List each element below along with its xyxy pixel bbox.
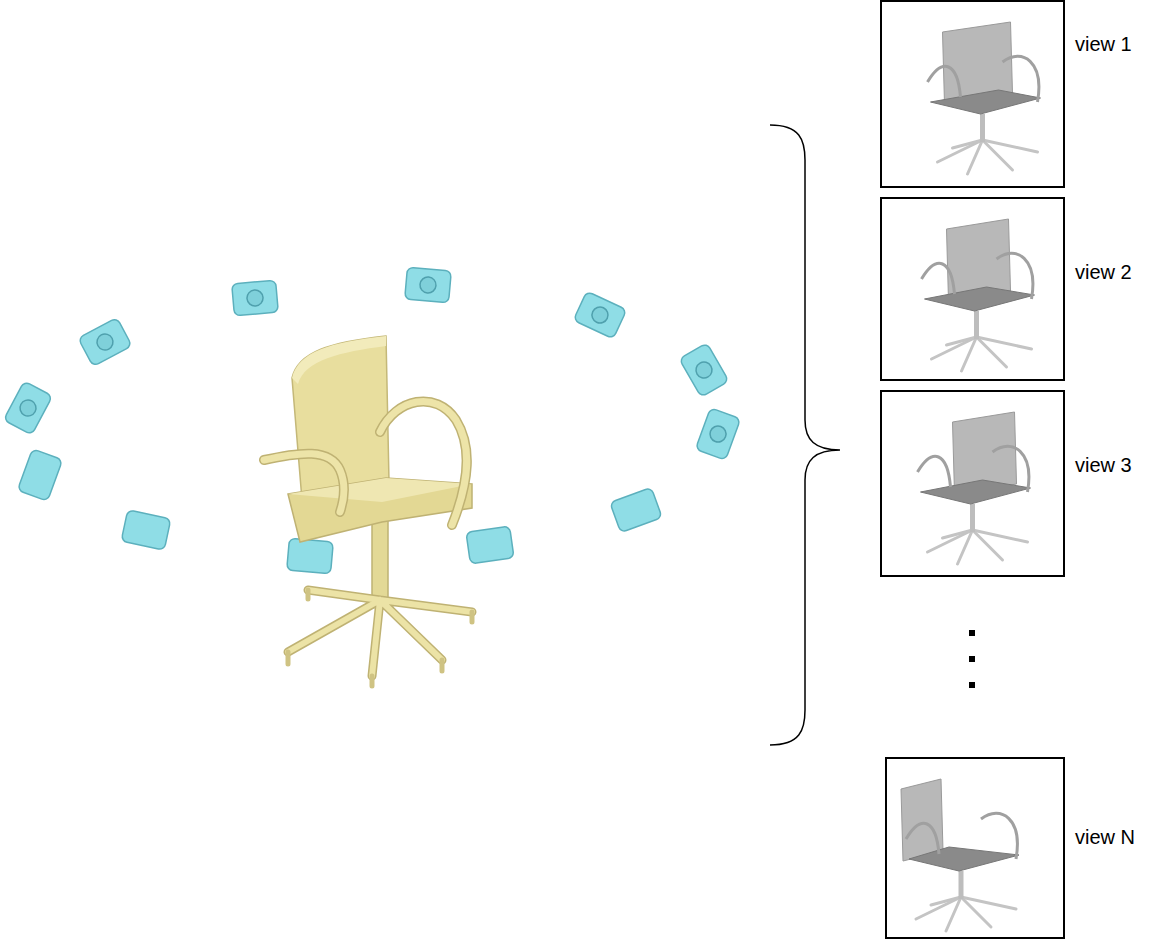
camera-lens [693,359,715,381]
rendered-chair [918,412,1031,564]
vertical-ellipsis [969,630,975,688]
chair-seat [909,847,1019,871]
camera-body [695,408,740,460]
camera-icon [466,526,514,564]
chair-seat [288,478,472,542]
camera-lens [419,276,436,293]
camera-icon [610,487,662,532]
armrest-outline [264,454,344,512]
chair-backrest-highlight [292,336,386,384]
chair-leg [953,140,983,148]
view-frame: view 3 [880,390,1065,577]
view-render [882,392,1063,575]
chair-leg [968,140,983,174]
camera-icon [78,318,132,367]
camera-icon [695,408,740,460]
view-frame: view N [885,757,1065,939]
chair-seat-top [288,478,472,502]
view-render [887,759,1063,937]
camera-body [405,267,452,303]
chair-leg [961,897,1016,909]
chair-seat [931,90,1041,114]
chair-leg [973,530,1028,542]
view-render [882,199,1063,379]
chair-backrest [901,779,943,861]
view-frame: view 1 [880,0,1065,188]
rendered-chair [922,219,1035,371]
view-label: view 2 [1075,260,1132,284]
chair-leg [962,337,977,371]
camera-icon [121,510,171,550]
rendered-chair [928,22,1041,174]
chair-model [264,336,472,686]
chair-leg [931,897,961,905]
camera-body [78,318,132,367]
view-label: view 1 [1075,32,1132,56]
armrest-left [264,454,344,512]
camera-icon [4,381,53,435]
ellipsis-dot [969,630,975,636]
camera-icon [232,280,279,316]
camera-icon [17,449,62,501]
curly-bracket [770,125,840,745]
camera-icon [573,291,626,339]
camera-body [121,510,171,550]
chair-stem [970,504,975,532]
chair-armrest [993,446,1029,492]
chair-stem [372,520,388,602]
rendered-chair [901,779,1019,931]
camera-body [466,526,514,564]
chair-leg [977,337,1032,349]
camera-lens [94,331,116,353]
chair-armrest [918,456,951,487]
camera-icon [405,267,452,303]
chair-seat [921,480,1031,504]
chair-armrest [981,813,1017,859]
chair-foot [288,590,472,686]
camera-lens [246,289,263,306]
camera-body [287,538,334,574]
chair-leg [983,140,1038,152]
camera-body [4,381,53,435]
chair-stem [959,871,964,899]
camera-icon [679,343,729,397]
chair-leg [943,530,973,538]
view-label: view N [1075,825,1135,849]
camera-body [232,280,279,316]
view-render [882,2,1063,186]
chair-armrests [264,401,467,525]
chair-armrest [1003,56,1039,102]
camera-lens [708,424,729,445]
chair-armrest [906,823,939,854]
camera-body [610,487,662,532]
chair-stem [980,114,985,142]
view-label: view 3 [1075,453,1132,477]
camera-body [679,343,729,397]
chair-leg [946,897,961,931]
armrest-outline [380,401,467,525]
camera-body [573,291,626,339]
camera-body [17,449,62,501]
armrest-right [380,401,467,525]
camera-lens [589,304,610,325]
ellipsis-dot [969,656,975,662]
chair-seat [925,287,1035,311]
camera-icon [287,538,334,574]
ellipsis-dot [969,682,975,688]
view-frame: view 2 [880,197,1065,381]
chair-stem [974,311,979,339]
chair-armrest [997,253,1033,299]
chair-leg [958,530,973,564]
chair-armrest [922,263,955,294]
chair-leg [947,337,977,345]
camera-lens [17,397,39,419]
chair-armrest [928,66,961,97]
chair-base [288,590,472,686]
